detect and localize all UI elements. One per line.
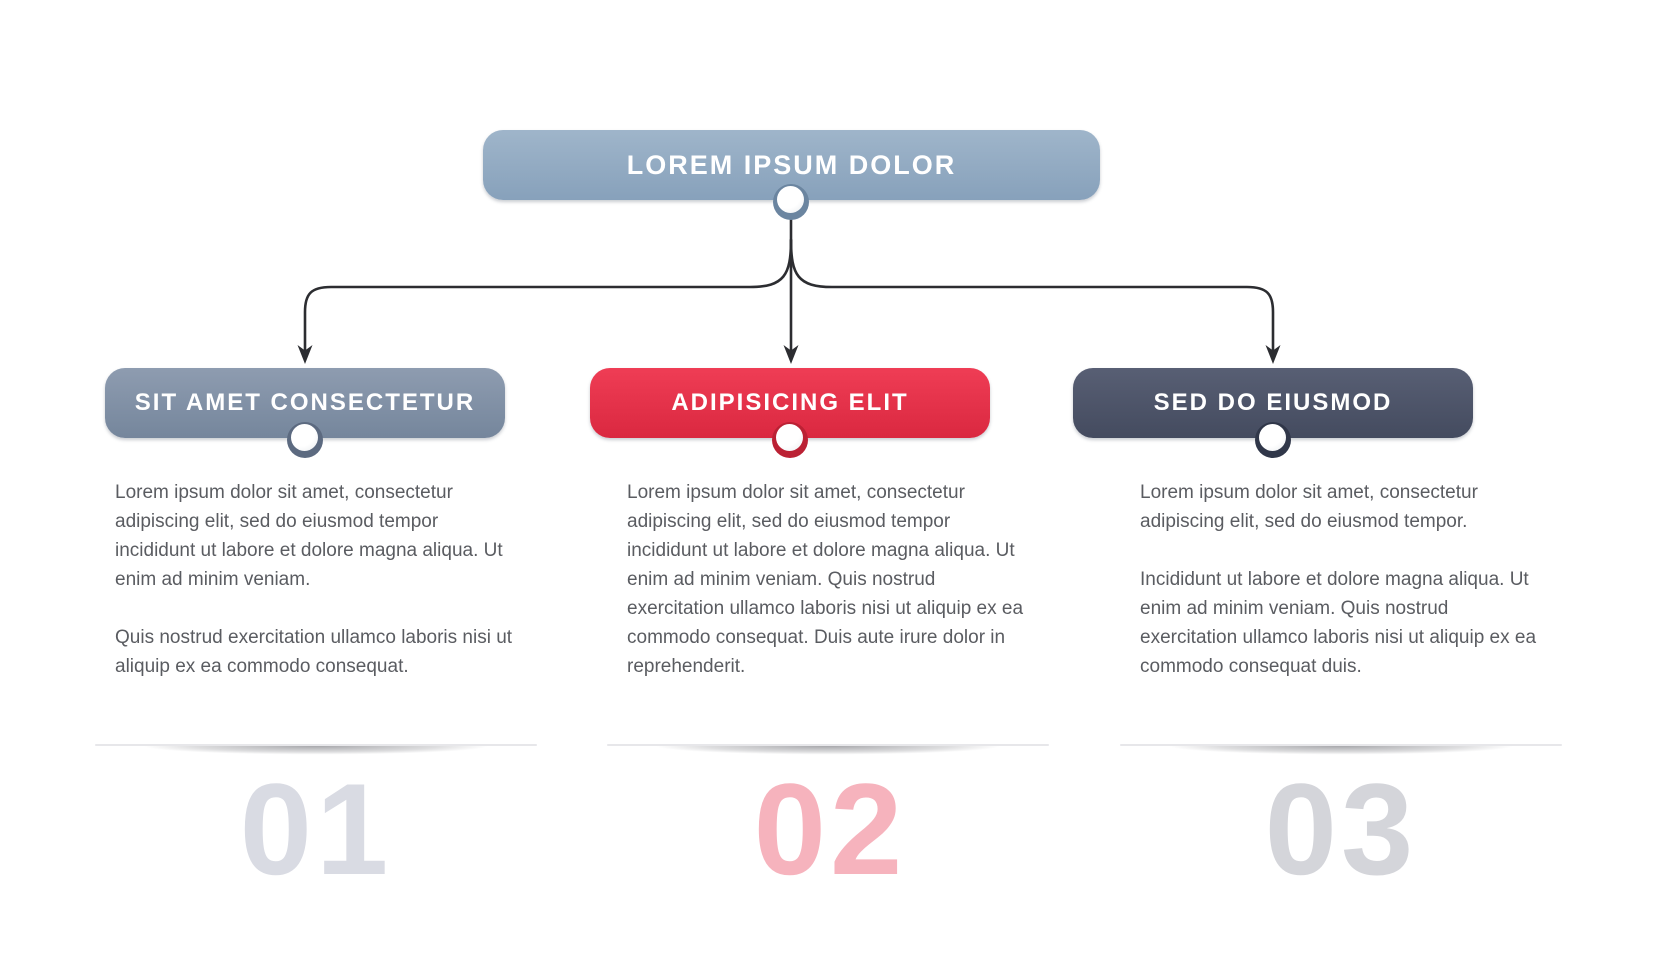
step-number-3: 03 — [1264, 756, 1418, 902]
column-paragraph: Incididunt ut labore et dolore magna ali… — [1140, 569, 1537, 677]
column-paragraph: Lorem ipsum dolor sit amet, consectetur … — [115, 482, 503, 590]
column-paragraph: Quis nostrud exercitation ullamco labori… — [115, 627, 513, 677]
arrowhead-right-icon — [1265, 345, 1281, 364]
connector-path-right — [789, 238, 1275, 352]
column-body-3: Lorem ipsum dolor sit amet, consectetur … — [1140, 478, 1545, 681]
connector-path-left — [303, 238, 793, 352]
step-number-1: 01 — [239, 756, 393, 902]
connector-dot-root — [773, 184, 809, 220]
connector-dot-3 — [1255, 422, 1291, 458]
section-divider-1 — [95, 744, 537, 760]
step-number-2: 02 — [753, 756, 907, 902]
section-divider-3 — [1120, 744, 1562, 760]
branch-node-box-3: SED DO EIUSMOD — [1073, 368, 1473, 438]
connector-dot-2 — [772, 422, 808, 458]
branch-node-label-1: SIT AMET CONSECTETUR — [134, 389, 476, 416]
section-divider-2 — [607, 744, 1049, 760]
column-paragraph: Lorem ipsum dolor sit amet, consectetur … — [1140, 482, 1478, 532]
column-paragraph: Lorem ipsum dolor sit amet, consectetur … — [627, 482, 1024, 677]
branch-node-label-3: SED DO EIUSMOD — [1153, 389, 1393, 416]
arrowhead-center-icon — [783, 345, 799, 364]
column-body-2: Lorem ipsum dolor sit amet, consectetur … — [627, 478, 1032, 681]
root-node-label: LOREM IPSUM DOLOR — [626, 149, 957, 180]
branch-node-box-2: ADIPISICING ELIT — [590, 368, 990, 438]
connector-dot-1 — [287, 422, 323, 458]
branch-node-label-2: ADIPISICING ELIT — [671, 389, 909, 416]
column-body-1: Lorem ipsum dolor sit amet, consectetur … — [115, 478, 520, 681]
arrowhead-left-icon — [297, 345, 313, 364]
